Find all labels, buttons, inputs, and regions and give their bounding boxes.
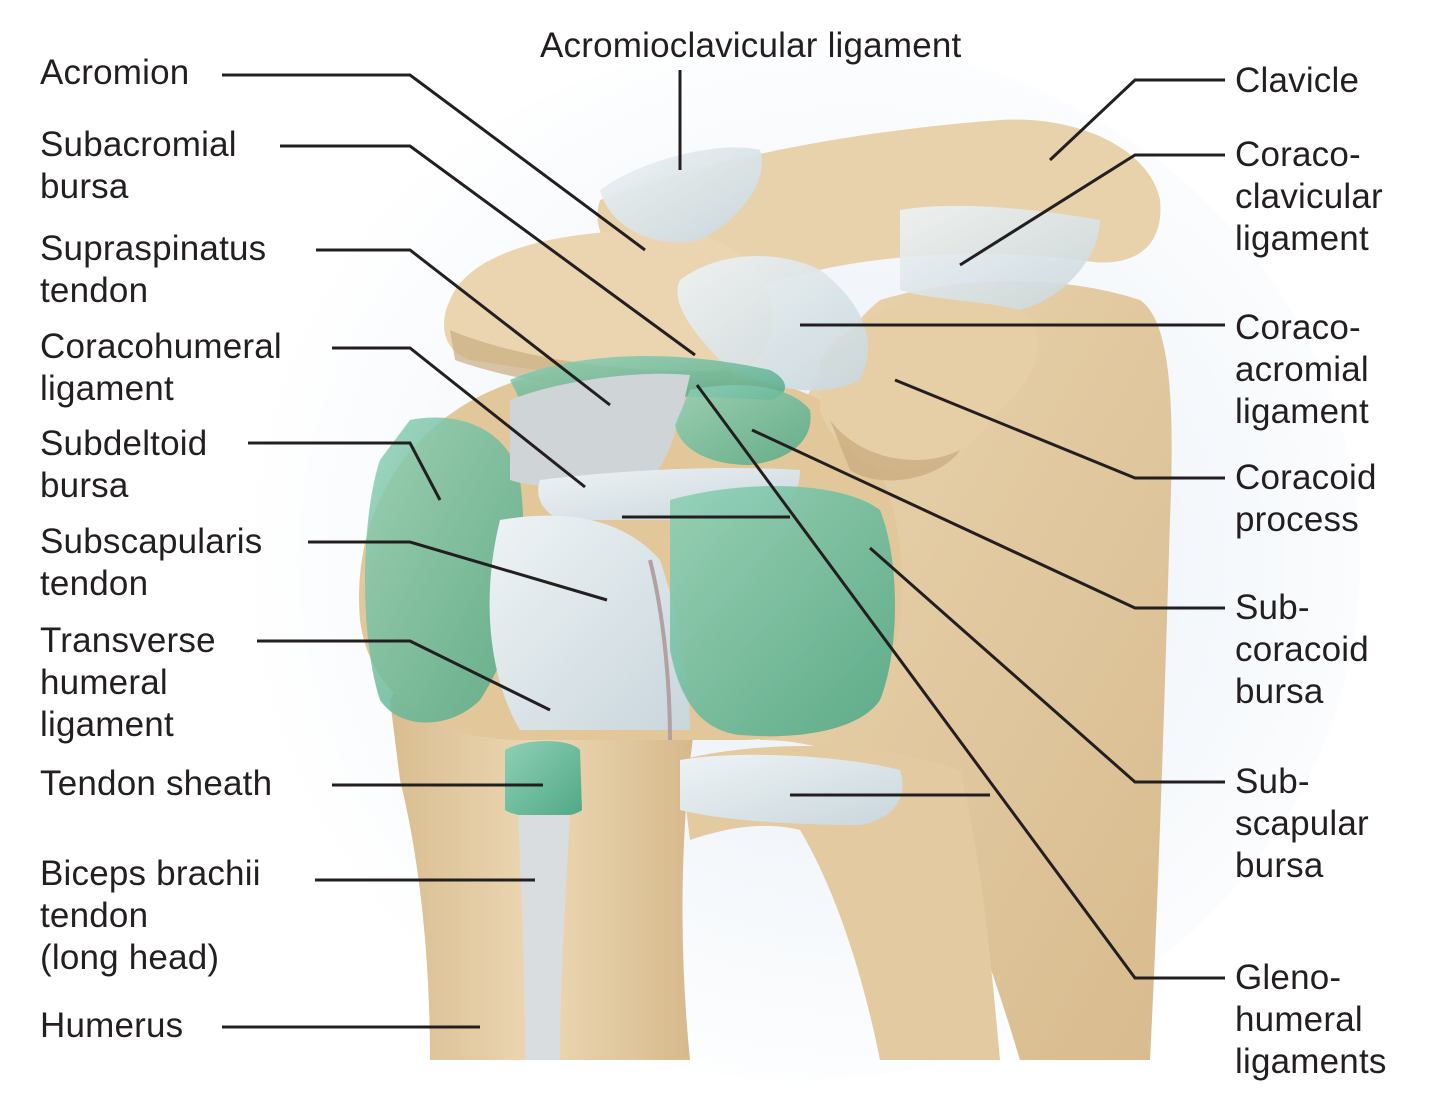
label-coracohumeral-ligament-line1: Coracohumeral <box>40 327 282 366</box>
subcoracoid-bursa-shape <box>675 385 811 465</box>
leader-subcoracoid-bursa <box>751 428 1225 610</box>
label-biceps-brachii-tendon-line3: (long head) <box>40 938 220 977</box>
acromion-shape <box>444 230 773 383</box>
label-coracoacromial-ligament-line3: ligament <box>1235 392 1369 431</box>
label-tendon-sheath-line1: Tendon sheath <box>40 764 273 803</box>
subscapular-bursa-shape <box>670 486 895 737</box>
label-clavicle-line1: Clavicle <box>1235 61 1360 100</box>
label-subdeltoid-bursa-line1: Subdeltoid <box>40 424 208 463</box>
label-supraspinatus-tendon: Supraspinatus tendon <box>40 228 266 312</box>
coracoid-shape <box>820 296 1039 470</box>
label-subacromial-bursa-line2: bursa <box>40 167 129 206</box>
label-biceps-brachii-tendon: Biceps brachii tendon (long head) <box>40 853 261 979</box>
label-subcoracoid-bursa-line1: Sub- <box>1235 588 1310 627</box>
leader-acromion <box>222 73 646 252</box>
label-coracoacromial-ligament-line1: Coraco- <box>1235 308 1361 347</box>
coracoacromial-ligament-shape <box>677 256 868 391</box>
label-acromion: Acromion <box>40 52 189 94</box>
label-glenohumeral-ligaments-line1: Gleno- <box>1235 958 1342 997</box>
label-transverse-humeral-ligament-line2: humeral <box>40 663 168 702</box>
label-subscapular-bursa-line2: scapular <box>1235 804 1369 843</box>
label-subcoracoid-bursa-line3: bursa <box>1235 672 1324 711</box>
label-clavicle: Clavicle <box>1235 60 1359 102</box>
label-subscapular-bursa-line3: bursa <box>1235 846 1324 885</box>
leader-subacromial-bursa <box>280 144 696 357</box>
label-subdeltoid-bursa: Subdeltoid bursa <box>40 423 207 507</box>
label-glenohumeral-ligaments: Gleno- humeral ligaments <box>1235 957 1387 1083</box>
label-subscapular-bursa-line1: Sub- <box>1235 762 1310 801</box>
label-coracoclavicular-ligament-line3: ligament <box>1235 219 1369 258</box>
leader-lines <box>222 70 1225 1029</box>
label-acromion-line1: Acromion <box>40 53 190 92</box>
label-coracoid-process-line2: process <box>1235 500 1359 539</box>
label-subacromial-bursa-line1: Subacromial <box>40 125 237 164</box>
label-subscapularis-tendon-line2: tendon <box>40 564 149 603</box>
scapula-neck <box>680 746 1000 1060</box>
label-supraspinatus-tendon-line1: Supraspinatus <box>40 229 267 268</box>
label-glenohumeral-ligaments-line3: ligaments <box>1235 1042 1387 1081</box>
label-subacromial-bursa: Subacromial bursa <box>40 124 237 208</box>
leader-subscapularis-tendon <box>308 540 608 602</box>
subscapularis-tendon-shape <box>489 515 690 730</box>
leader-clavicle <box>1048 78 1225 162</box>
tendon-sheath-shape <box>505 741 582 818</box>
label-transverse-humeral-ligament-line1: Transverse <box>40 621 216 660</box>
label-subcoracoid-bursa: Sub- coracoid bursa <box>1235 587 1369 713</box>
label-coracohumeral-ligament: Coracohumeral ligament <box>40 326 282 410</box>
label-subscapularis-tendon-line1: Subscapularis <box>40 522 263 561</box>
leader-coracoclavicular-ligament <box>959 153 1225 267</box>
glenohumeral-ligament-shape <box>680 754 903 825</box>
subscapularis-tendon-edge <box>648 559 672 741</box>
label-tendon-sheath: Tendon sheath <box>40 763 272 805</box>
label-subscapularis-tendon: Subscapularis tendon <box>40 521 262 605</box>
leader-subdeltoid-bursa <box>248 441 442 501</box>
label-coracoacromial-ligament-line2: acromial <box>1235 350 1369 389</box>
subdeltoid-bursa-shape <box>365 417 524 723</box>
label-subscapular-bursa: Sub- scapular bursa <box>1235 761 1369 887</box>
label-supraspinatus-tendon-line2: tendon <box>40 271 149 310</box>
label-subdeltoid-bursa-line2: bursa <box>40 466 129 505</box>
acromioclavicular-ligament-shape <box>600 147 762 243</box>
leader-coracoid-process <box>894 378 1225 480</box>
label-coracoclavicular-ligament-line2: clavicular <box>1235 177 1383 216</box>
biceps-tendon-shape <box>518 815 570 1060</box>
label-transverse-humeral-ligament-line3: ligament <box>40 705 174 744</box>
label-humerus: Humerus <box>40 1005 183 1047</box>
label-humerus-line1: Humerus <box>40 1006 184 1045</box>
leader-coracohumeral-ligament <box>332 346 586 489</box>
label-subcoracoid-bursa-line2: coracoid <box>1235 630 1369 669</box>
label-coracoacromial-ligament: Coraco- acromial ligament <box>1235 307 1369 433</box>
label-glenohumeral-ligaments-line2: humeral <box>1235 1000 1363 1039</box>
label-coracoid-process-line1: Coracoid <box>1235 458 1377 497</box>
label-coracoclavicular-ligament-line1: Coraco- <box>1235 135 1361 174</box>
leader-transverse-humeral-ligament <box>257 639 551 712</box>
supraspinatus-tendon-shape <box>510 373 690 488</box>
coracoclavicular-ligament-shape <box>900 205 1100 310</box>
leader-subscapular-bursa <box>869 546 1225 784</box>
label-acromioclavicular-ligament-line1: Acromioclavicular ligament <box>540 26 962 65</box>
label-coracoclavicular-ligament: Coraco- clavicular ligament <box>1235 134 1383 260</box>
leader-supraspinatus-tendon <box>316 248 611 407</box>
label-biceps-brachii-tendon-line1: Biceps brachii <box>40 854 261 893</box>
label-acromioclavicular-ligament: Acromioclavicular ligament <box>540 25 961 67</box>
label-transverse-humeral-ligament: Transverse humeral ligament <box>40 620 216 746</box>
coracoid-shadow <box>830 420 960 481</box>
label-biceps-brachii-tendon-line2: tendon <box>40 896 149 935</box>
label-coracohumeral-ligament-line2: ligament <box>40 369 174 408</box>
leader-glenohumeral-upper <box>695 384 1225 980</box>
label-coracoid-process: Coracoid process <box>1235 457 1377 541</box>
